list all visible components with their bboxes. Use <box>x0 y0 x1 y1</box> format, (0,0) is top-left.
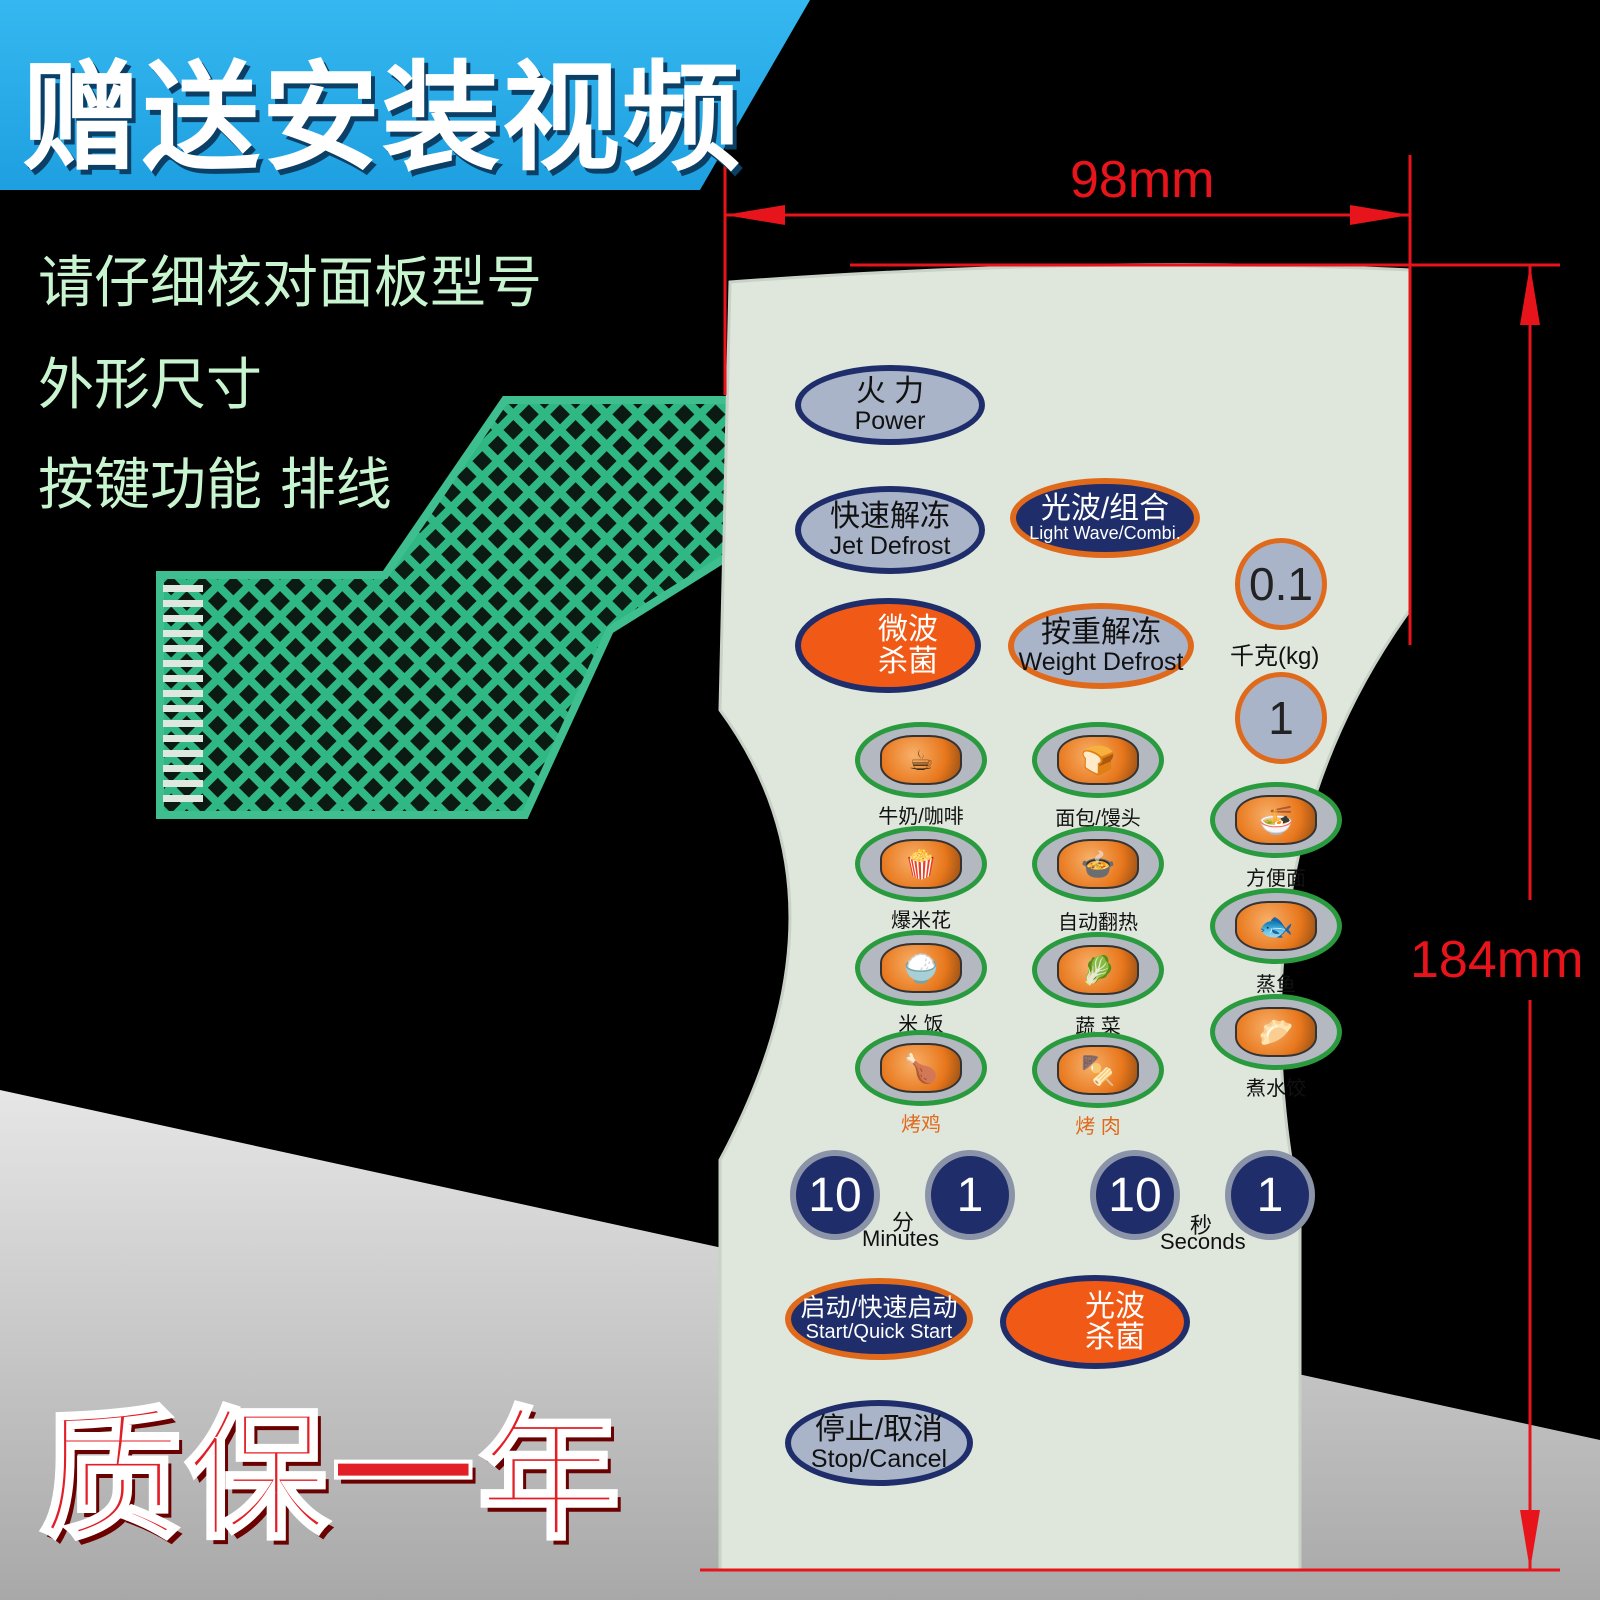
fish-icon: 🐟 <box>1235 901 1317 951</box>
bread-button[interactable]: 🍞 <box>1032 722 1164 798</box>
bread-label: 面包/馒头 <box>1055 808 1141 830</box>
dumpling-label: 煮水饺 <box>1246 1078 1306 1100</box>
jet-defrost-button[interactable]: 快速解冻 Jet Defrost <box>795 486 985 574</box>
seconds-label-cn: 秒 <box>1190 1213 1213 1238</box>
lightwave-sterilize-button[interactable]: 光波 杀菌 <box>1000 1275 1190 1369</box>
weight-unit-label: 千克(kg) <box>1230 643 1320 670</box>
stop-cancel-button[interactable]: 停止/取消 Stop/Cancel <box>785 1400 973 1486</box>
dumpling-button[interactable]: 🥟 <box>1210 994 1342 1070</box>
info-line-function: 按键功能 排线 <box>38 453 392 518</box>
microwave-sterilize-label-1: 微波 <box>878 613 938 646</box>
power-label-cn: 火 力 <box>855 375 925 409</box>
skewer-icon: 🍢 <box>1057 1045 1139 1095</box>
stop-label-en: Stop/Cancel <box>810 1444 948 1473</box>
microwave-sterilize-button[interactable]: 微波 杀菌 <box>795 598 981 693</box>
cup-icon: ☕ <box>880 735 962 785</box>
jet-defrost-label-en: Jet Defrost <box>829 531 951 560</box>
start-label-en: Start/Quick Start <box>805 1320 953 1343</box>
dimension-lines <box>700 155 1560 1572</box>
microwave-sterilize-label-2: 杀菌 <box>878 644 938 678</box>
minutes-label-cn: 分 <box>892 1210 915 1235</box>
start-quick-start-button[interactable]: 启动/快速启动 Start/Quick Start <box>785 1278 973 1360</box>
weight-defrost-label-en: Weight Defrost <box>1018 647 1184 676</box>
popcorn-label: 爆米花 <box>891 910 951 932</box>
instant-noodles-label: 方便面 <box>1246 868 1306 890</box>
noodle-bowl-icon: 🍜 <box>1235 795 1317 845</box>
vegetable-icon: 🥬 <box>1057 945 1139 995</box>
seconds-label-en: Seconds <box>1160 1229 1246 1254</box>
roast-chicken-button[interactable]: 🍗 <box>855 1030 987 1106</box>
vegetable-button[interactable]: 🥬 <box>1032 932 1164 1008</box>
height-dimension-label: 184mm <box>1410 931 1584 989</box>
stop-label-cn: 停止/取消 <box>814 1413 944 1447</box>
minutes-label-en: Minutes <box>862 1226 940 1251</box>
start-label-cn: 启动/快速启动 <box>800 1294 958 1323</box>
dish-icon: 🍲 <box>1057 839 1139 889</box>
rice-bowl-icon: 🍚 <box>880 943 962 993</box>
info-line-size: 外形尺寸 <box>38 353 262 418</box>
rice-button[interactable]: 🍚 <box>855 930 987 1006</box>
roast-meat-button[interactable]: 🍢 <box>1032 1032 1164 1108</box>
seconds-10-button[interactable]: 10 <box>1090 1150 1180 1240</box>
banner-title: 赠送安装视频 <box>22 49 743 187</box>
promo-banner <box>0 0 810 190</box>
light-wave-label-en: Light Wave/Combi. <box>1029 523 1181 544</box>
warranty-text: 质保一年 <box>38 1392 624 1561</box>
minutes-1-button[interactable]: 1 <box>925 1150 1015 1240</box>
width-dimension-label: 98mm <box>1070 151 1215 209</box>
light-wave-label-cn: 光波/组合 <box>1040 491 1170 525</box>
weight-1-button[interactable]: 1 <box>1235 672 1327 764</box>
dumpling-icon: 🥟 <box>1235 1007 1317 1057</box>
steam-fish-button[interactable]: 🐟 <box>1210 888 1342 964</box>
auto-reheat-button[interactable]: 🍲 <box>1032 826 1164 902</box>
popcorn-icon: 🍿 <box>880 839 962 889</box>
weight-defrost-button[interactable]: 按重解冻 Weight Defrost <box>1008 603 1194 689</box>
popcorn-button[interactable]: 🍿 <box>855 826 987 902</box>
weight-0-1-button[interactable]: 0.1 <box>1235 538 1327 630</box>
roast-chicken-label: 烤鸡 <box>901 1114 941 1136</box>
power-button[interactable]: 火 力 Power <box>795 365 985 445</box>
milk-coffee-label: 牛奶/咖啡 <box>878 806 964 828</box>
light-wave-combi-button[interactable]: 光波/组合 Light Wave/Combi. <box>1010 478 1200 558</box>
instant-noodles-button[interactable]: 🍜 <box>1210 782 1342 858</box>
steam-fish-label: 蒸鱼 <box>1256 974 1296 996</box>
info-line-model: 请仔细核对面板型号 <box>38 251 542 316</box>
minutes-10-button[interactable]: 10 <box>790 1150 880 1240</box>
bread-icon: 🍞 <box>1057 735 1139 785</box>
lightwave-sterilize-label-2: 杀菌 <box>1085 1321 1145 1354</box>
jet-defrost-label-cn: 快速解冻 <box>830 500 950 534</box>
weight-defrost-label-cn: 按重解冻 <box>1041 616 1161 650</box>
roast-meat-label: 烤 肉 <box>1075 1116 1121 1138</box>
auto-reheat-label: 自动翻热 <box>1058 912 1138 934</box>
chicken-icon: 🍗 <box>880 1043 962 1093</box>
lightwave-sterilize-label-1: 光波 <box>1085 1289 1145 1323</box>
milk-coffee-button[interactable]: ☕ <box>855 722 987 798</box>
seconds-1-button[interactable]: 1 <box>1225 1150 1315 1240</box>
power-label-en: Power <box>854 406 926 435</box>
